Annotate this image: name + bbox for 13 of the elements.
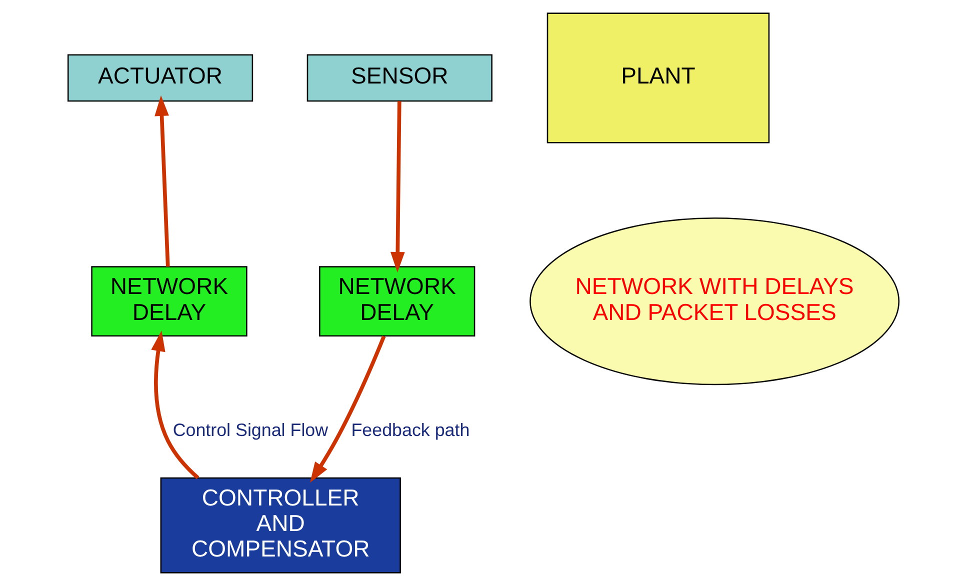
node-box: PLANT <box>546 12 770 144</box>
arrow <box>390 101 405 273</box>
node-box: CONTROLLER AND COMPENSATOR <box>160 477 401 574</box>
edge-label: Control Signal Flow <box>172 420 328 440</box>
edge-label: Feedback path <box>351 420 470 440</box>
node-box: SENSOR <box>306 54 492 102</box>
node-box: NETWORK DELAY <box>91 266 248 337</box>
node-box: NETWORK DELAY <box>319 266 476 337</box>
node-ellipse: NETWORK WITH DELAYS AND PACKET LOSSES <box>530 217 900 386</box>
arrow <box>151 330 200 480</box>
arrow <box>154 95 170 267</box>
node-box: ACTUATOR <box>67 54 254 102</box>
arrow <box>310 336 386 483</box>
